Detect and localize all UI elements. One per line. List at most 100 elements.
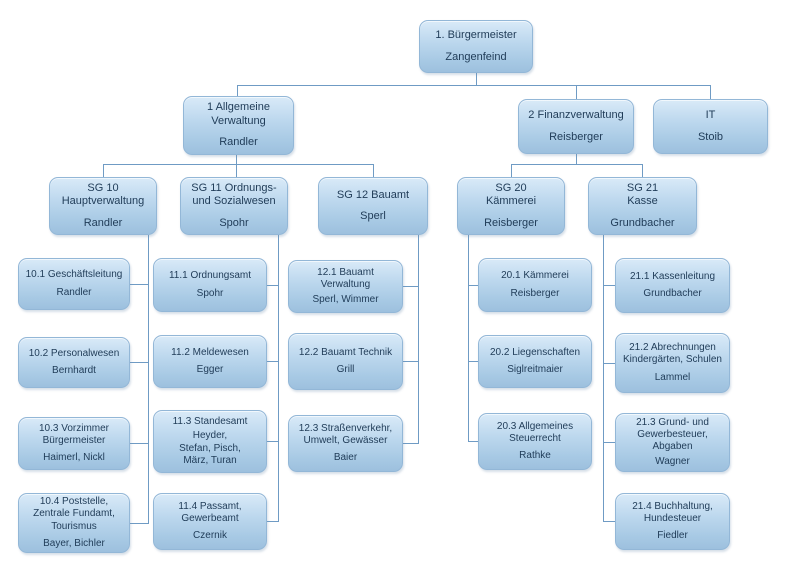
org-node-10-1: 10.1 Geschäftsleitung Randler [18, 258, 130, 310]
node-title: 21.1 Kassenleitung [629, 270, 716, 282]
org-node-10-4: 10.4 Poststelle, Zentrale Fundamt, Touri… [18, 493, 130, 553]
node-person: Spohr [219, 216, 249, 229]
node-title: 11.1 Ordnungsamt [168, 270, 252, 282]
node-person: Baier [333, 452, 358, 464]
org-node-21-2: 21.2 Abrechnungen Kindergärten, Schulen … [615, 333, 730, 393]
connector-line [576, 154, 577, 164]
org-node-finanzverwaltung: 2 Finanzverwaltung Reisberger [518, 99, 634, 154]
org-node-11-3: 11.3 Standesamt Heyder, Stefan, Pisch, M… [153, 410, 267, 473]
org-node-20-3: 20.3 Allgemeines Steuerrecht Rathke [478, 413, 592, 470]
org-node-10-3: 10.3 Vorzimmer Bürgermeister Haimerl, Ni… [18, 417, 130, 470]
connector-line [267, 361, 278, 362]
node-title: 10.3 Vorzimmer Bürgermeister [38, 422, 110, 446]
node-title: 1. Bürgermeister [435, 29, 517, 42]
node-person: Zangenfeind [445, 50, 507, 63]
node-person: Reisberger [484, 216, 538, 229]
node-title: SG 12 Bauamt [336, 188, 410, 201]
org-node-12-1: 12.1 Bauamt Verwaltung Sperl, Wimmer [288, 260, 403, 313]
node-person: Haimerl, Nickl [43, 452, 105, 464]
node-person: Wagner [655, 456, 690, 468]
node-title: 10.1 Geschäftsleitung [25, 269, 123, 281]
node-title: SG 20 Kämmerei [485, 181, 537, 208]
connector-line [603, 442, 615, 443]
connector-line [148, 235, 149, 524]
org-node-21-1: 21.1 Kassenleitung Grundbacher [615, 258, 730, 313]
connector-line [267, 521, 278, 522]
node-person: Bernhardt [52, 365, 96, 376]
connector-line [403, 286, 418, 287]
node-title: 11.2 Meldewesen [171, 346, 249, 358]
node-title: 10.2 Personalwesen [28, 347, 120, 359]
connector-line [236, 155, 237, 164]
node-person: Stoib [697, 130, 724, 143]
node-person: Siglreitmaier [507, 364, 563, 375]
connector-line [603, 285, 615, 286]
org-node-12-3: 12.3 Straßenverkehr, Umwelt, Gewässer Ba… [288, 415, 403, 472]
connector-line [576, 85, 577, 100]
node-title: 1 Allgemeine Verwaltung [207, 101, 270, 127]
node-title: SG 11 Ordnungs- und Sozialwesen [191, 181, 277, 208]
node-person: Sperl [360, 210, 386, 222]
connector-line [130, 284, 148, 285]
connector-line [511, 164, 512, 177]
connector-line [710, 85, 711, 100]
node-person: Reisberger [510, 287, 560, 299]
node-person: Grundbacher [610, 216, 675, 229]
connector-line [476, 73, 477, 85]
org-node-11-1: 11.1 Ordnungsamt Spohr [153, 258, 267, 312]
connector-line [130, 523, 148, 524]
org-node-sg12: SG 12 Bauamt Sperl [318, 177, 428, 235]
connector-line [603, 521, 615, 522]
org-node-sg11: SG 11 Ordnungs- und Sozialwesen Spohr [180, 177, 288, 235]
connector-line [236, 164, 237, 177]
node-title: 12.3 Straßenverkehr, Umwelt, Gewässer [298, 422, 393, 446]
node-title: 20.3 Allgemeines Steuerrecht [496, 420, 574, 444]
connector-line [603, 363, 615, 364]
connector-line [418, 235, 419, 444]
connector-line [130, 362, 148, 363]
connector-line [468, 285, 478, 286]
connector-line [403, 443, 418, 444]
node-title: SG 21 Kasse [626, 181, 659, 208]
org-node-12-2: 12.2 Bauamt Technik Grill [288, 333, 403, 390]
node-title: 11.4 Passamt, Gewerbeamt [178, 500, 242, 524]
org-node-sg21: SG 21 Kasse Grundbacher [588, 177, 697, 235]
connector-line [267, 441, 278, 442]
org-node-allgemeine-verwaltung: 1 Allgemeine Verwaltung Randler [183, 96, 294, 155]
connector-line [103, 164, 104, 177]
org-node-20-1: 20.1 Kämmerei Reisberger [478, 258, 592, 312]
node-person: Bayer, Bichler [43, 537, 105, 549]
node-person: Sperl, Wimmer [312, 294, 379, 306]
connector-line [237, 85, 711, 86]
connector-line [511, 164, 643, 165]
org-node-20-2: 20.2 Liegenschaften Siglreitmaier [478, 335, 592, 388]
org-node-21-3: 21.3 Grund- und Gewerbesteuer, Abgaben W… [615, 413, 730, 472]
connector-line [130, 443, 148, 444]
org-node-11-2: 11.2 Meldewesen Egger [153, 335, 267, 388]
node-title: 10.4 Poststelle, Zentrale Fundamt, Touri… [33, 496, 115, 532]
org-node-sg10: SG 10 Hauptverwaltung Randler [49, 177, 157, 235]
node-title: 11.3 Standesamt [172, 416, 248, 428]
node-person: Fiedler [657, 530, 688, 542]
connector-line [267, 285, 278, 286]
node-person: Heyder, Stefan, Pisch, März, Turan [179, 430, 241, 466]
node-title: 2 Finanzverwaltung [528, 109, 624, 122]
node-person: Grundbacher [643, 288, 702, 299]
org-node-sg20: SG 20 Kämmerei Reisberger [457, 177, 565, 235]
connector-line [468, 441, 478, 442]
connector-line [642, 164, 643, 177]
org-node-21-4: 21.4 Buchhaltung, Hundesteuer Fiedler [615, 493, 730, 550]
node-person: Randler [83, 216, 123, 229]
node-title: 20.1 Kämmerei [501, 270, 569, 282]
node-title: 21.4 Buchhaltung, Hundesteuer [632, 500, 713, 524]
node-title: 12.1 Bauamt Verwaltung [317, 266, 374, 290]
connector-line [603, 235, 604, 522]
node-title: 20.2 Liegenschaften [489, 346, 581, 358]
connector-line [237, 85, 238, 97]
node-person: Czernik [193, 530, 227, 542]
node-person: Lammel [654, 371, 691, 383]
org-node-buergermeister: 1. Bürgermeister Zangenfeind [419, 20, 533, 73]
node-person: Spohr [196, 287, 224, 299]
node-title: SG 10 Hauptverwaltung [61, 181, 145, 208]
connector-line [468, 235, 469, 442]
